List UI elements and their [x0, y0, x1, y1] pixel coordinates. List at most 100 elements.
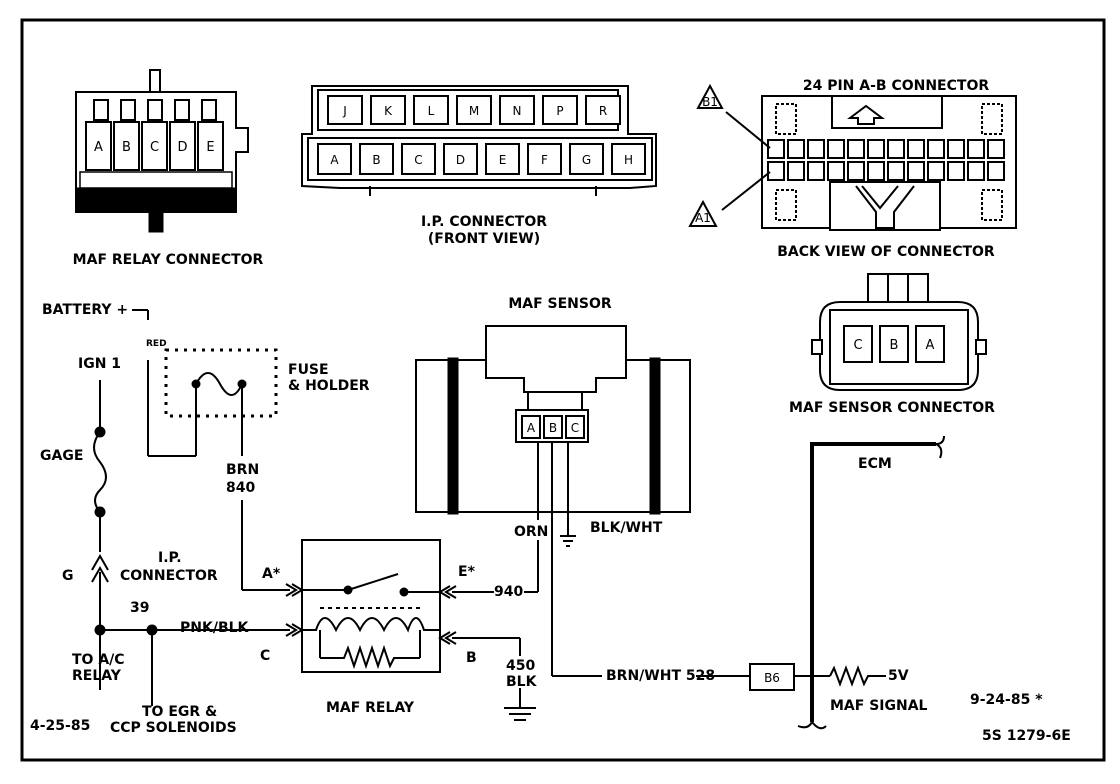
ecm-boundary — [810, 442, 936, 722]
ip-connector-top-pin-box — [499, 95, 535, 125]
battery-label: BATTERY + — [42, 302, 128, 318]
maf-relay-pin-label: A — [94, 140, 103, 155]
pin24-cavity — [867, 139, 885, 159]
maf-relay-pin-label: E — [206, 140, 214, 155]
maf-sensor-pin-label: C — [571, 421, 579, 435]
relay-resistor — [320, 644, 420, 670]
ip-connector-bottom-pin-label: G — [582, 153, 591, 167]
ip-connector-label: I.P. CONNECTOR — [421, 214, 547, 230]
g-label: G — [62, 568, 74, 584]
ip-connector-top-pin-label: N — [513, 104, 522, 118]
pin24-cavity — [947, 161, 965, 181]
pin24-cavity — [867, 161, 885, 181]
ip-connector-top-pin-box — [370, 95, 406, 125]
ecm-label: ECM — [858, 456, 892, 472]
maf-sensor-connector-pin-box — [843, 325, 873, 363]
b1-label: B1 — [702, 95, 718, 109]
num-940-label: 940 — [494, 584, 523, 600]
ip-label: I.P. — [158, 550, 182, 566]
ip-connector-bottom-pin-label: E — [499, 153, 507, 167]
a1-label: A1 — [695, 211, 711, 225]
to-egr-label: TO EGR & — [142, 704, 217, 720]
maf-sensor-connector-pin-box — [879, 325, 909, 363]
pin24-cavity — [827, 139, 845, 159]
ip-connector-bottom-pin-label: A — [330, 153, 339, 167]
relay-tab — [147, 99, 163, 121]
pin24-cavity — [987, 139, 1005, 159]
pin24-cavity — [847, 161, 865, 181]
maf-relay: MAF RELAY — [285, 539, 457, 716]
relay-label: RELAY — [72, 668, 122, 684]
maf-sensor-pin-label: A — [527, 421, 536, 435]
maf-sensor-pin-label: B — [549, 421, 557, 435]
pin24-connector-label: 24 PIN A-B CONNECTOR — [803, 78, 990, 94]
a1-triangle — [688, 199, 718, 227]
maf-relay-connector: A B C D E MAF RELAY CONNECTOR — [73, 69, 264, 268]
maf-relay-pin-box — [197, 121, 224, 171]
ip-connector-top-pin-label: L — [428, 104, 435, 118]
pin24-cavity — [907, 161, 925, 181]
ip-connector-bottom-pin-label: F — [541, 153, 548, 167]
ign1-label: IGN 1 — [78, 356, 121, 372]
b6-label: B6 — [764, 671, 780, 685]
maf-sensor-connector-pin-label: A — [926, 338, 935, 353]
relay-coil — [302, 617, 440, 633]
date-left-label: 4-25-85 — [30, 718, 90, 734]
pin24-cavity — [767, 139, 785, 159]
blk-wht-label: BLK/WHT — [590, 520, 663, 536]
maf-relay-pin-label: B — [122, 140, 131, 155]
pin24-cavity — [767, 161, 785, 181]
b1-triangle — [696, 83, 724, 109]
ip-connector-top-pin-box — [327, 95, 363, 125]
ip-connector-bottom-pin-box — [443, 143, 478, 175]
to-ac-label: TO A/C — [72, 652, 125, 668]
relay-tab — [93, 99, 109, 121]
maf-relay-connector-label: MAF RELAY CONNECTOR — [73, 252, 264, 268]
fuse-holder — [164, 348, 278, 418]
maf-relay-pin-box — [141, 121, 168, 171]
pin24-cavity — [787, 139, 805, 159]
ip-connector-bottom-pin-box — [527, 143, 562, 175]
maf-sensor-connector-label: MAF SENSOR CONNECTOR — [789, 400, 995, 416]
pin24-cavity — [887, 161, 905, 181]
pin24-cavity — [887, 139, 905, 159]
ip-connector-top-pin-box — [413, 95, 449, 125]
ip-connector-top-pin-label: M — [469, 104, 479, 118]
ip-connector-bottom-pin-label: B — [372, 153, 380, 167]
maf-sensor-pin-box — [565, 415, 585, 439]
pin24-cavity — [967, 161, 985, 181]
pin24-cavity — [987, 161, 1005, 181]
ip-connector-bottom-pin-box — [401, 143, 436, 175]
b-terminal-label: B — [466, 650, 477, 666]
ip-connector-bottom-pin-box — [611, 143, 646, 175]
pin24-cavity — [967, 139, 985, 159]
pin24-cavity — [787, 161, 805, 181]
ip-connector-top-pin-label: P — [556, 104, 563, 118]
ip-connector-front-view-label: (FRONT VIEW) — [428, 231, 540, 247]
gage-fuse — [93, 431, 107, 513]
pin24-cavity — [807, 139, 825, 159]
a-star-label: A* — [262, 566, 281, 582]
ip-connector-bottom-pin-label: H — [624, 153, 633, 167]
maf-relay-pin-label: D — [177, 140, 187, 155]
maf-sensor-label: MAF SENSOR — [508, 296, 612, 312]
fuse-holder-label: & HOLDER — [288, 378, 370, 394]
pnk-blk-label: PNK/BLK — [180, 620, 250, 636]
ip-connector-top-pin-box — [456, 95, 492, 125]
maf-sensor-pin-box — [543, 415, 563, 439]
maf-relay-pin-label: C — [150, 140, 159, 155]
relay-tab — [174, 99, 190, 121]
ecm-resistor — [829, 665, 886, 687]
num-450-label: 450 — [506, 658, 535, 674]
pin24-cavity — [927, 139, 945, 159]
maf-sensor-pin-box — [521, 415, 541, 439]
ip-connector-top-pin-label: R — [599, 104, 607, 118]
ip-connector-bottom-pin-box — [485, 143, 520, 175]
ip-connector-top-pin-box — [542, 95, 578, 125]
ip-connector-text: CONNECTOR — [120, 568, 218, 584]
fuse-element — [195, 372, 243, 396]
maf-relay-pin-box — [169, 121, 196, 171]
